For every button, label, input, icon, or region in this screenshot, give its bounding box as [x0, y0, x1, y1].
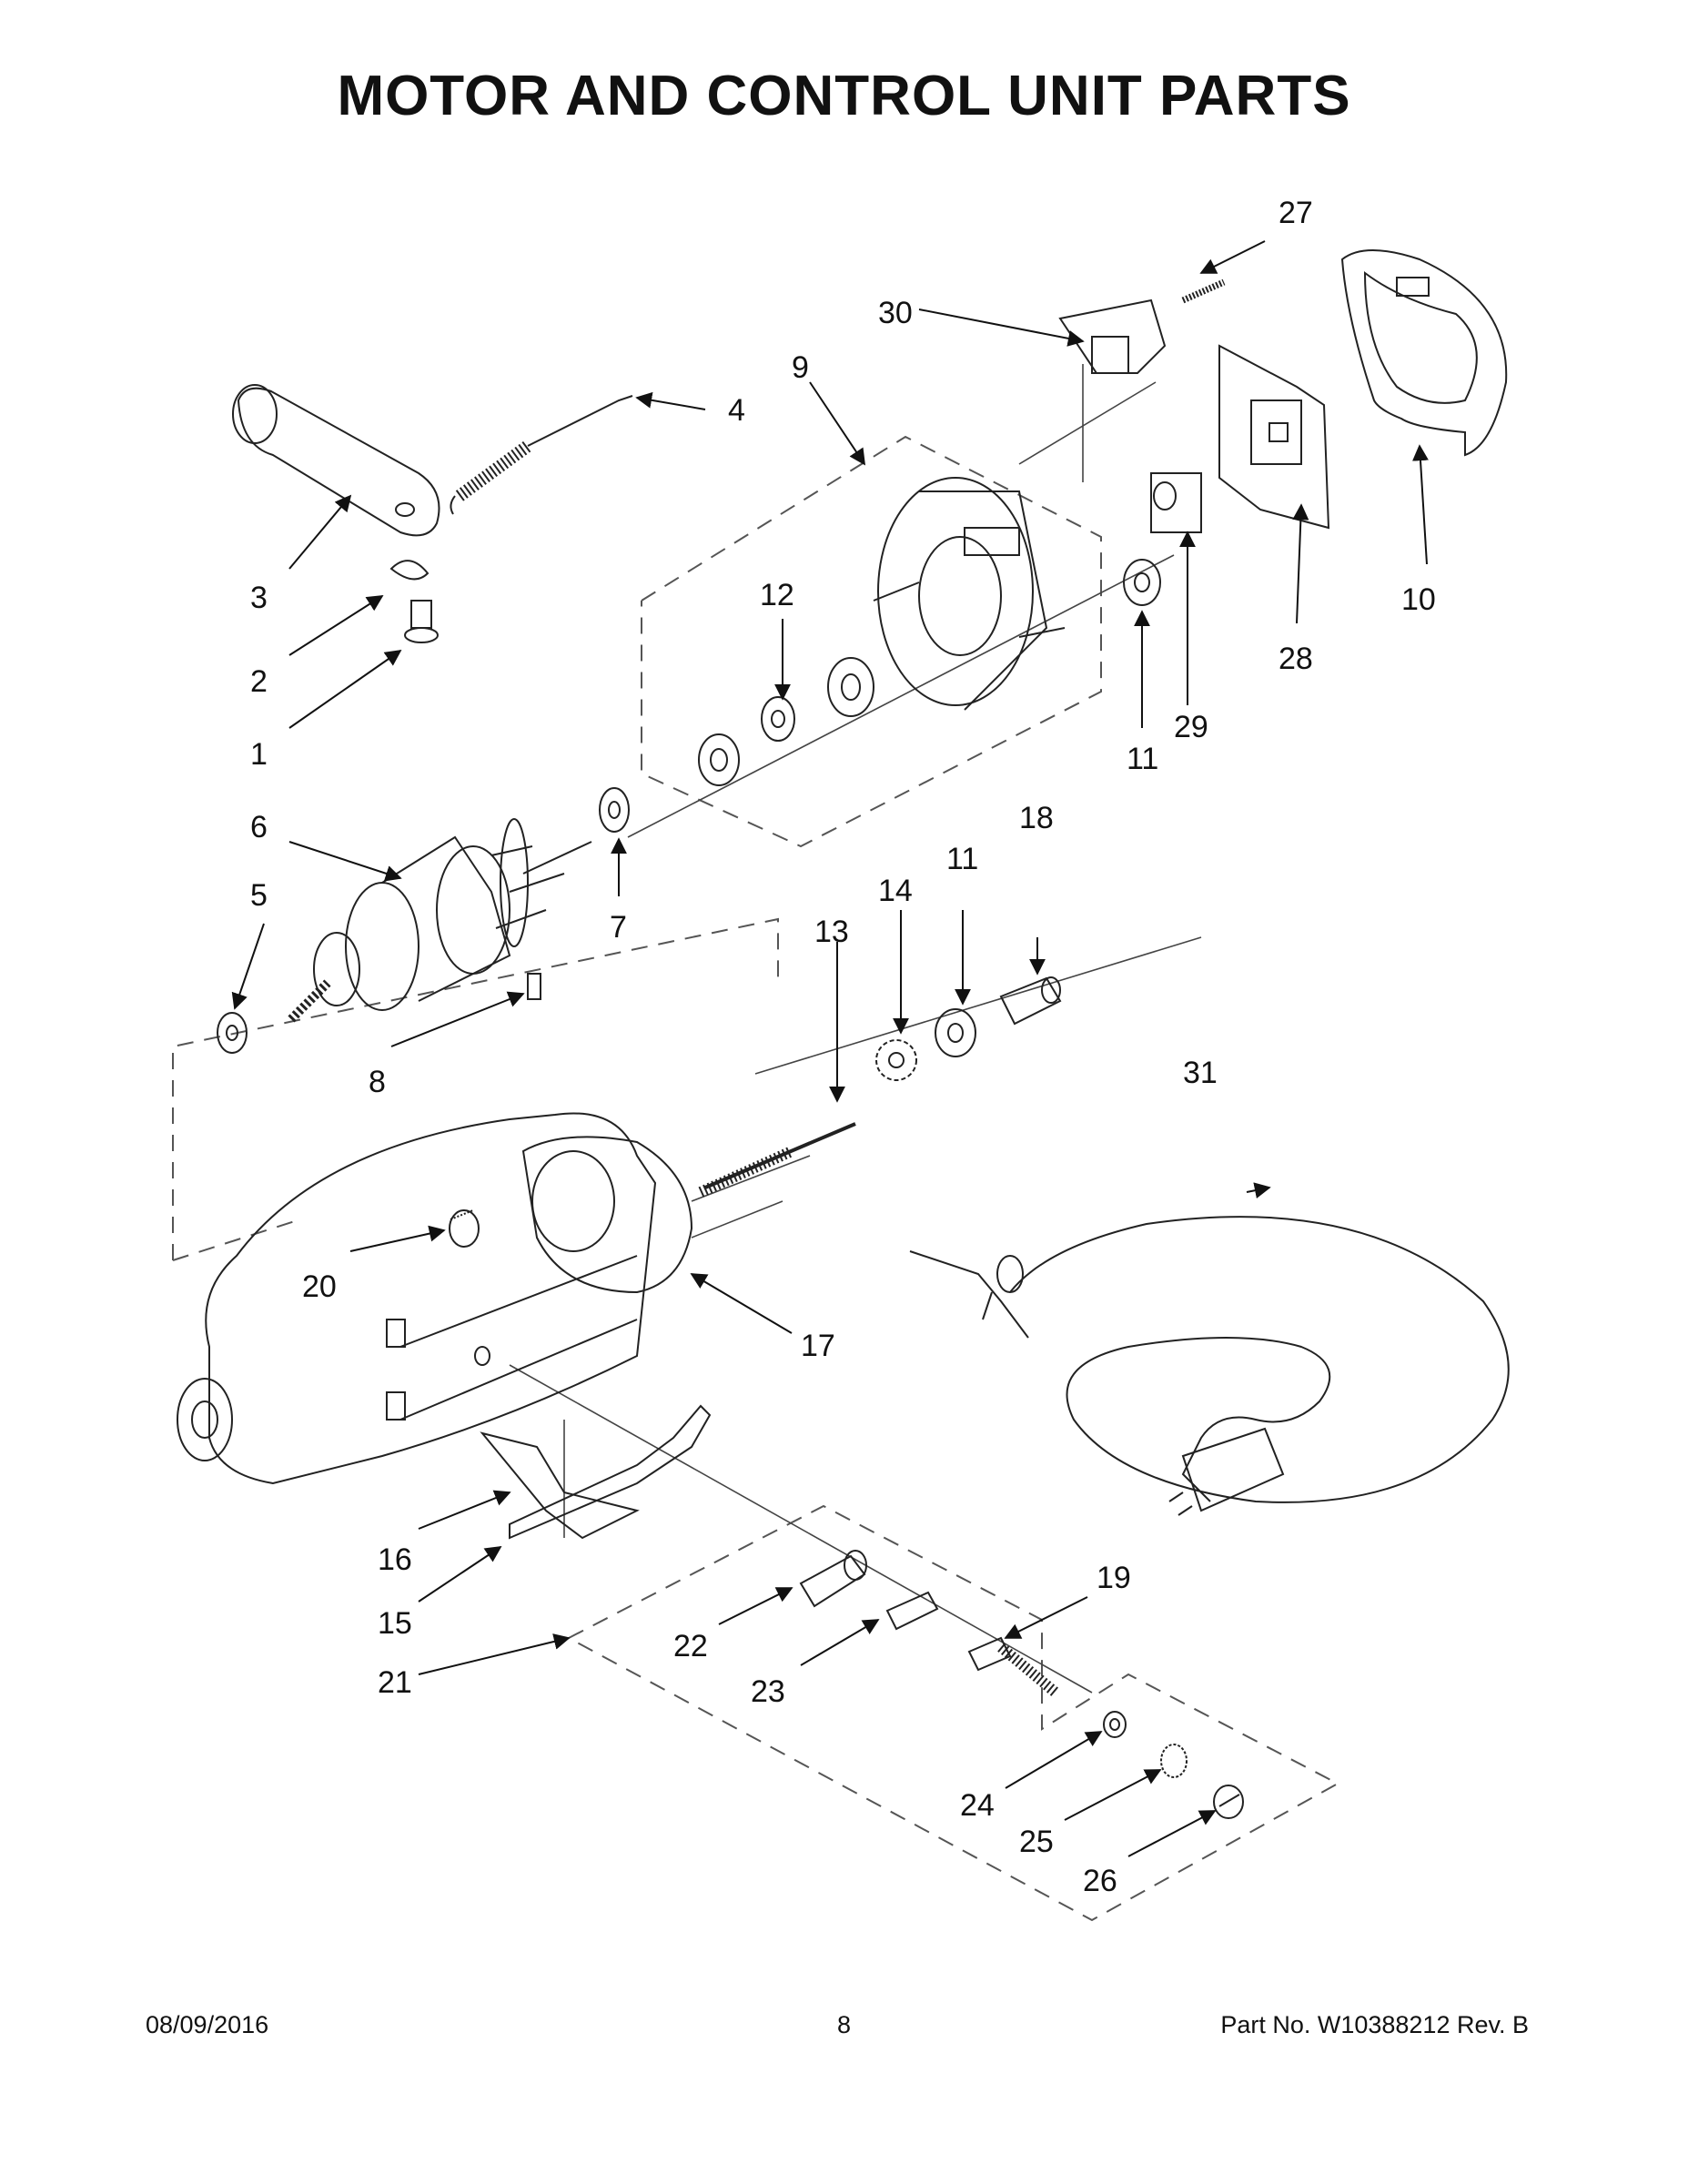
callout-16: 16 [378, 1542, 412, 1577]
callout-29: 29 [1174, 710, 1208, 744]
screw-part-1 [404, 600, 439, 643]
spring-part-4 [450, 395, 633, 515]
end-housing-part-9 [873, 477, 1066, 711]
sleeve-part-18 [999, 976, 1062, 1026]
nut-part-11-lower [935, 1008, 976, 1057]
washer-part-5 [217, 1012, 248, 1054]
callout-1: 1 [250, 737, 268, 772]
callout-2: 2 [250, 664, 268, 699]
callout-13: 13 [814, 915, 849, 949]
callout-3: 3 [250, 581, 268, 615]
callout-8: 8 [369, 1065, 386, 1099]
gear-washer-part-14 [875, 1039, 917, 1081]
coupler-part-23 [885, 1591, 939, 1631]
callout-28: 28 [1279, 642, 1313, 676]
callout-10: 10 [1401, 582, 1436, 617]
plug-part-20 [449, 1209, 480, 1248]
bracket-part-29 [1150, 472, 1202, 533]
power-cord-part-31 [909, 1216, 1510, 1516]
callout-11-upper: 11 [1127, 742, 1158, 776]
retaining-clip [698, 733, 740, 786]
callout-18: 18 [1019, 801, 1054, 835]
callout-14: 14 [878, 874, 913, 908]
callout-27: 27 [1279, 196, 1313, 230]
nut-part-2 [389, 560, 430, 581]
callout-26: 26 [1083, 1864, 1117, 1898]
callout-17: 17 [801, 1329, 835, 1363]
callout-19: 19 [1097, 1561, 1131, 1595]
gasket-part-10 [1340, 249, 1508, 457]
nut-part-11-upper [1123, 559, 1161, 606]
callout-15: 15 [378, 1606, 412, 1641]
callout-21: 21 [378, 1665, 412, 1700]
bushing-part-24 [1103, 1711, 1127, 1738]
callout-25: 25 [1019, 1825, 1054, 1859]
callout-5: 5 [250, 878, 268, 913]
callout-20: 20 [302, 1269, 337, 1304]
washer-part-7 [599, 787, 630, 833]
callout-30: 30 [878, 296, 913, 330]
lever-part-15 [509, 1404, 712, 1540]
leader-lines [231, 240, 1429, 1857]
callout-labels: 3 4 2 1 6 5 8 7 9 12 30 27 29 28 10 11 1… [250, 196, 1436, 1898]
bracket-part-16 [480, 1431, 640, 1540]
callout-6: 6 [250, 810, 268, 844]
assembly-outline-21 [568, 1504, 1340, 1922]
motor-housing-part-17 [177, 1112, 693, 1485]
rod-part-13 [698, 1122, 856, 1198]
shaft-part-19 [967, 1636, 1059, 1697]
switch-part-30 [1058, 298, 1167, 374]
sleeve-part-22 [799, 1550, 867, 1608]
cap-part-26 [1213, 1785, 1244, 1819]
assembly-outline-9 [641, 435, 1102, 848]
spring-part-25 [1160, 1744, 1188, 1778]
page-title: MOTOR AND CONTROL UNIT PARTS [337, 65, 1351, 127]
callout-31: 31 [1183, 1056, 1218, 1090]
lever-part-3 [232, 384, 440, 537]
assembly-outline-17 [172, 917, 779, 1261]
footer-part-number: Part No. W10388212 Rev. B [1220, 2011, 1529, 2038]
bearing-part-12 [761, 657, 874, 742]
control-plate-part-28 [1218, 344, 1330, 530]
callout-24: 24 [960, 1788, 995, 1823]
callout-12: 12 [760, 578, 794, 612]
armature-part-6 [288, 818, 592, 1023]
callout-23: 23 [751, 1674, 785, 1709]
footer-page-number: 8 [836, 2011, 852, 2038]
footer-date: 08/09/2016 [146, 2011, 269, 2038]
callout-9: 9 [792, 350, 809, 385]
screw-part-27 [1181, 278, 1226, 304]
callout-11-lower: 11 [946, 842, 978, 876]
callout-22: 22 [673, 1629, 708, 1663]
callout-7: 7 [610, 910, 627, 945]
brush-part-8 [527, 973, 541, 1000]
callout-4: 4 [728, 393, 745, 428]
